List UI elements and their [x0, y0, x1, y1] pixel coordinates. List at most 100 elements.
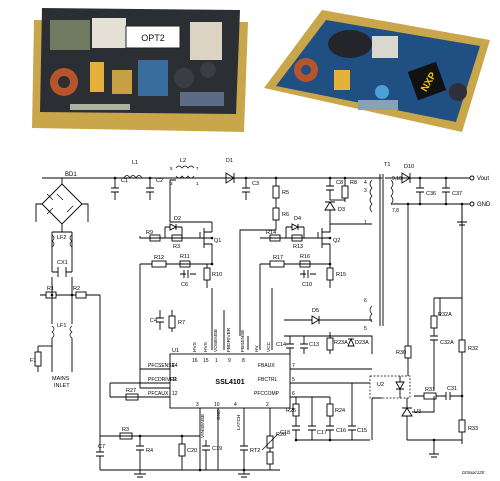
d1-label: D1	[226, 158, 233, 164]
r3-bottom-label: R3	[122, 427, 129, 433]
c20-label: C19	[212, 446, 222, 452]
vout-label: Vout	[477, 176, 489, 182]
ssl4101-ic	[169, 353, 291, 409]
c36-label: C36	[426, 191, 436, 197]
q1-label: Q1	[214, 238, 221, 244]
pin-latch-label: LATCH	[236, 414, 242, 430]
pin-14-num: 14	[172, 363, 178, 369]
c31-label: C31	[447, 386, 457, 392]
c17-label: C17	[317, 430, 327, 436]
pin-pfccomp-label: PFCCOMP	[254, 391, 280, 397]
pin-vosense-label: VOSENSE	[213, 329, 219, 352]
gnd-label: GND	[477, 202, 491, 208]
t1-pin-5: 5	[364, 326, 367, 332]
pin-vinsense-label: VINSENSE	[200, 414, 206, 438]
r1-label: R1	[47, 286, 54, 292]
d2-diode-symbol	[169, 223, 178, 231]
t1-winding-78: 7,8	[392, 208, 399, 214]
c16-label: C16	[336, 428, 346, 434]
pin-2-num: 2	[266, 402, 269, 408]
r6-label: R6	[282, 212, 289, 218]
u1-label: U1	[172, 348, 179, 354]
pin-12-num: 12	[172, 391, 178, 397]
pin-11-num: 11	[172, 377, 177, 383]
c6-label: C6	[181, 282, 188, 288]
l2-pin-5: 5	[170, 166, 173, 171]
figure-id: 019aac120	[462, 470, 485, 475]
r11-label: R11	[180, 254, 190, 260]
r25-label: R25	[286, 408, 296, 414]
mains-label-line1: MAINS	[52, 376, 70, 382]
d1-diode-symbol	[225, 172, 235, 184]
q2-label: Q2	[333, 238, 340, 244]
u2-label: U2	[377, 382, 384, 388]
lf1-label: LF1	[57, 323, 66, 329]
u3-shunt-regulator-symbol	[401, 407, 413, 417]
gnd-terminal	[469, 201, 475, 207]
cy1-label: C7	[98, 444, 105, 450]
c1-label: C1	[121, 178, 128, 184]
d5-label: D5	[312, 308, 319, 314]
circuit-schematic: BD1 LF2 CX1 R1 R2 LF1 F1 MAINS INLET C1 …	[30, 158, 491, 478]
pin-fbctrl-label: FBCTRL	[258, 377, 278, 383]
t1-winding-910: 9,10	[392, 176, 402, 182]
d2-label: D2	[174, 216, 181, 222]
l2-pin-3: 3	[170, 181, 173, 186]
pin-gnd-label: GND	[216, 409, 222, 420]
r10-label: R10	[212, 272, 222, 278]
t1-pin-6: 6	[364, 298, 367, 304]
rt2-label: R26	[276, 432, 286, 438]
r30-label: R30	[396, 350, 406, 356]
r8-label: R8	[350, 180, 357, 186]
pin-7-num: 7	[292, 363, 295, 369]
t1-pin-3: 3	[364, 188, 367, 194]
c3-label: C3	[252, 181, 259, 187]
optocoupler-u2	[369, 375, 411, 399]
f1-label: F1	[30, 358, 36, 364]
pin-15-num: 15	[203, 358, 209, 364]
c7-label: R4	[146, 448, 153, 454]
r32a-label: R32A	[438, 312, 452, 318]
r7-label: R7	[178, 320, 185, 326]
r2-label: R2	[73, 286, 80, 292]
l2-pin-7: 7	[196, 166, 199, 171]
r31-label: R31	[425, 387, 435, 393]
ic-name: SSL4101	[215, 379, 244, 386]
d3-diode-symbol	[324, 201, 336, 211]
pin-pfcsense-label: PFCSENSE	[148, 363, 176, 369]
pin-pfcaux-label: PFCAUX	[148, 391, 169, 397]
bridge-rectifier-symbol	[41, 183, 83, 225]
r4-label: C20	[187, 448, 197, 454]
pin-10-num: 10	[214, 402, 220, 408]
r5-label: R5	[282, 190, 289, 196]
pin-4-num: 4	[234, 402, 237, 408]
pin-16-num: 16	[192, 358, 198, 364]
r27-label: R27	[126, 388, 136, 394]
vout-terminal	[469, 175, 475, 181]
cx1-label: CX1	[57, 260, 68, 266]
mains-label-line2: INLET	[54, 383, 70, 389]
c37-label: C37	[452, 191, 462, 197]
r9-label: R9	[146, 230, 153, 236]
t1-pin-1: 1	[364, 220, 367, 226]
d10-label: D10	[404, 164, 414, 170]
c15-label: C15	[357, 428, 367, 434]
pin-9-num: 9	[228, 358, 231, 364]
r16-label: R16	[300, 254, 310, 260]
r33-label: R33	[468, 426, 478, 432]
d4-diode-symbol	[291, 223, 300, 231]
pin-8-num: 8	[242, 358, 245, 364]
l2-pin-1: 1	[196, 181, 199, 186]
r14-label: R14	[266, 230, 276, 236]
d4-label: D4	[294, 216, 301, 222]
d5-diode-symbol	[311, 315, 320, 325]
c8-label: C8	[336, 180, 343, 186]
c2-label: C2	[156, 178, 163, 184]
u2-led-symbol	[395, 381, 405, 390]
opt2-label: OPT2	[141, 33, 165, 43]
c10-label: C10	[302, 282, 312, 288]
pin-fbsense-label: FBSENSE	[240, 330, 246, 352]
d3-label: D3	[338, 207, 345, 213]
l2-label: L2	[180, 158, 186, 164]
t1-pin-4: 4	[364, 180, 367, 186]
